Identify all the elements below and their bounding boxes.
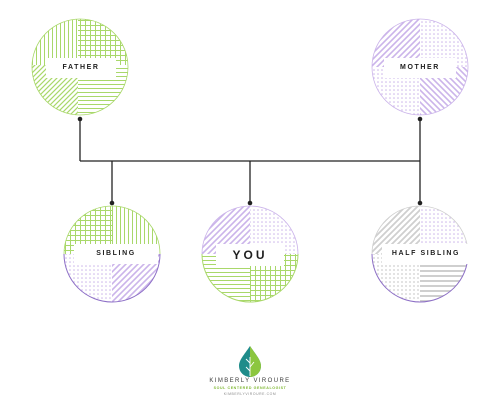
- half-sibling-label: HALF SIBLING: [382, 244, 470, 264]
- half-sibling-dot: [417, 200, 423, 206]
- father-dot: [77, 116, 83, 122]
- brand-name: KIMBERLY VIROURE: [209, 378, 291, 384]
- leaf-drop-icon: [239, 346, 261, 377]
- you-dot: [247, 200, 253, 206]
- you-label: YOU: [216, 244, 284, 266]
- mother-label: MOTHER: [384, 58, 456, 78]
- sibling-label: SIBLING: [74, 244, 158, 264]
- mother-dot: [417, 116, 423, 122]
- connector-dots: [77, 116, 423, 206]
- connector-lines: [79, 119, 421, 203]
- brand-logo: KIMBERLY VIROURE SOUL CENTERED GENEALOGI…: [200, 345, 300, 415]
- sibling-dot: [109, 200, 115, 206]
- brand-url: KIMBERLYVIROURE.COM: [223, 392, 277, 396]
- father-label: FATHER: [46, 58, 116, 78]
- brand-tagline: SOUL CENTERED GENEALOGIST: [213, 386, 287, 390]
